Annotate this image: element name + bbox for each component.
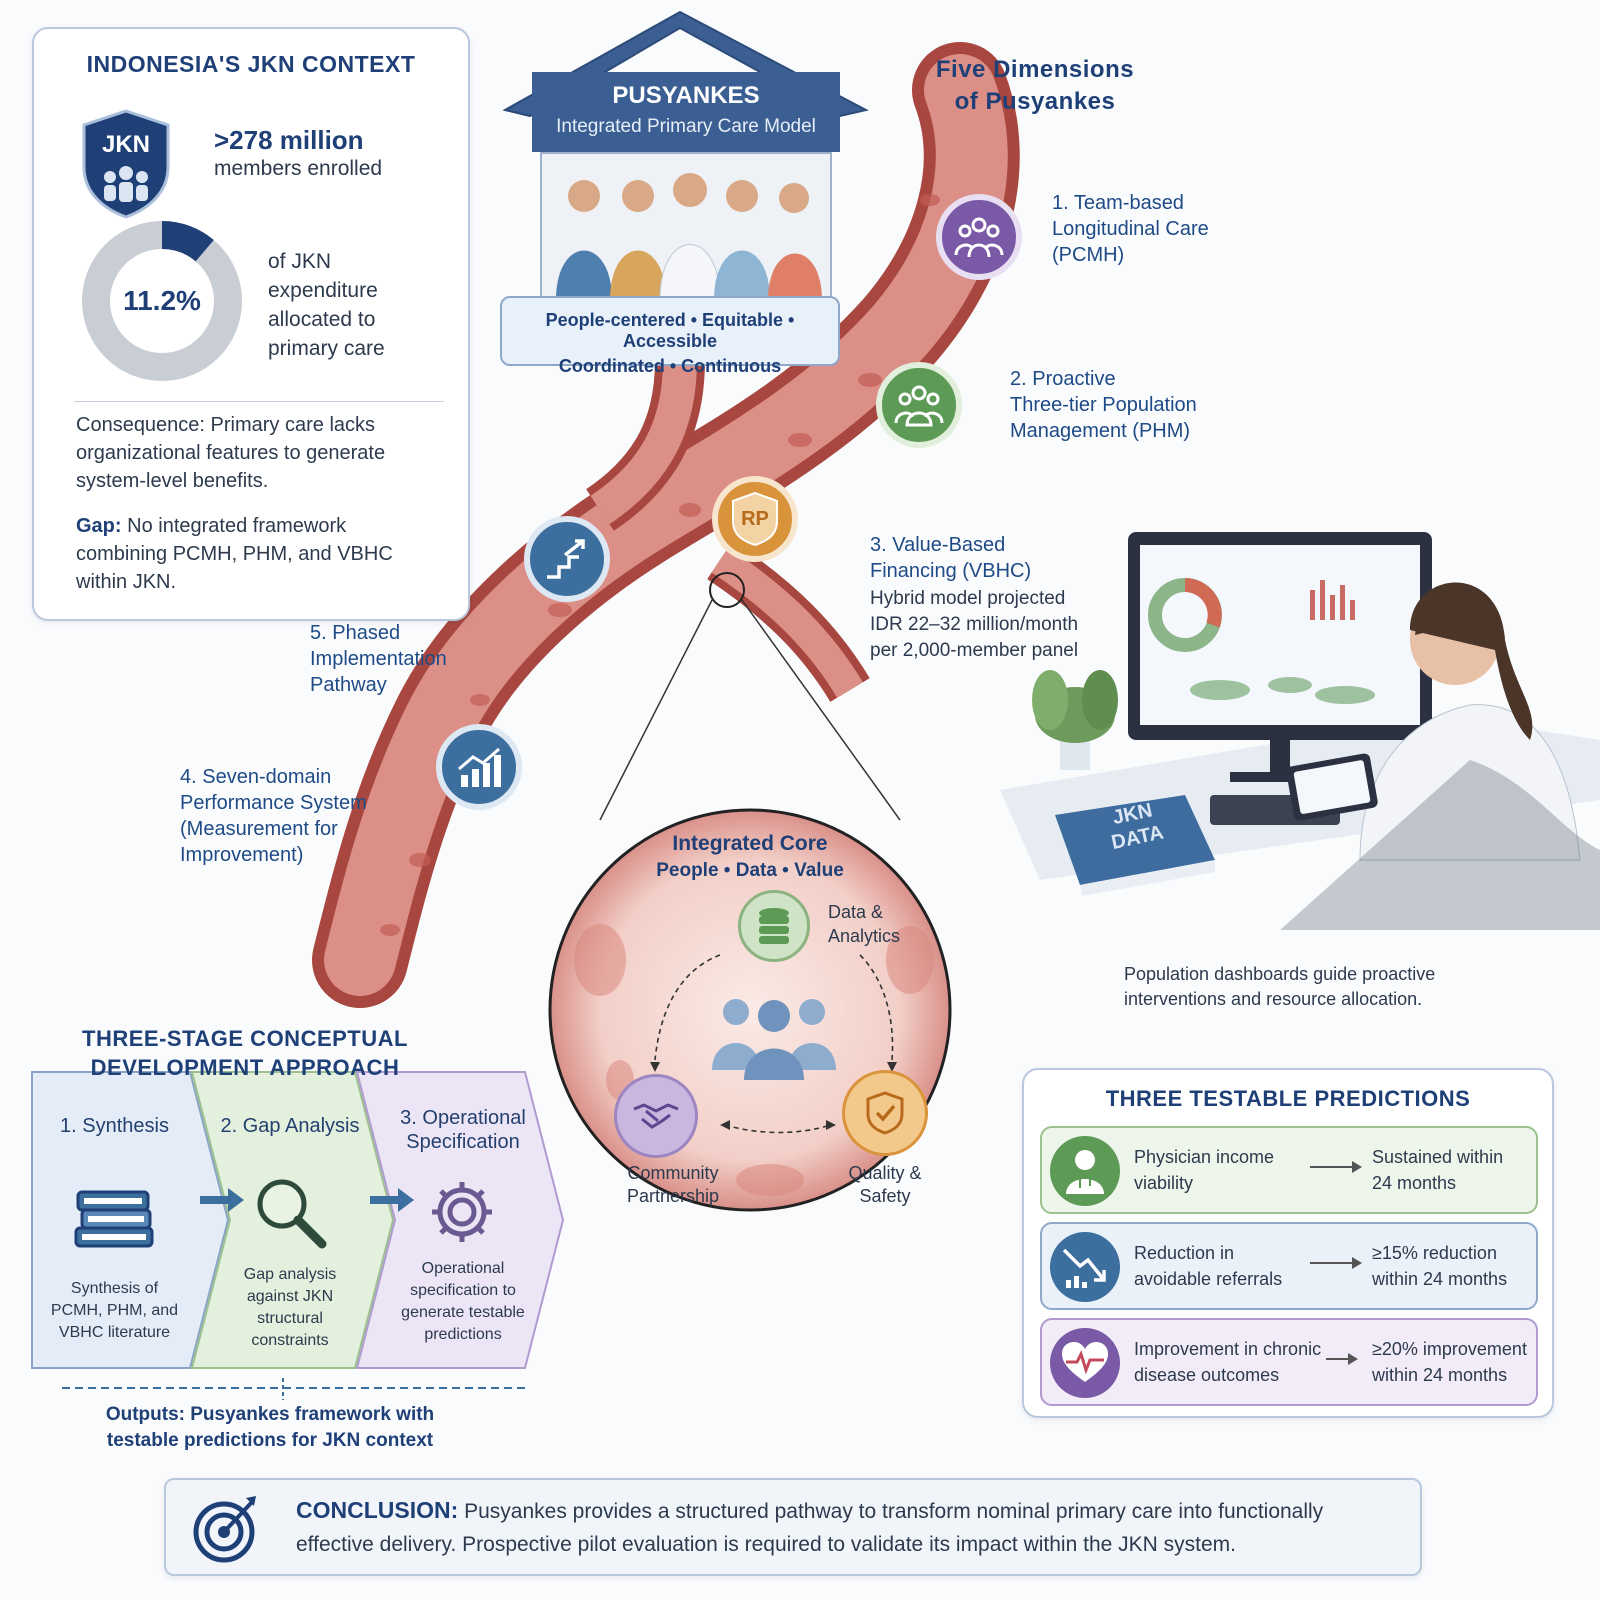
target-icon (190, 1492, 264, 1571)
stage-1-title: 1. Synthesis (60, 1115, 169, 1137)
core-title: Integrated Core (672, 832, 828, 855)
members-label: members enrolled (214, 157, 383, 180)
consequence-text: Consequence: Primary care lacks organiza… (76, 414, 386, 492)
expenditure-donut (82, 221, 242, 381)
stage-2-title: 2. Gap Analysis (220, 1115, 360, 1137)
stage-3-shape (355, 1071, 565, 1369)
quality-shield-icon (842, 1070, 928, 1156)
prediction-2-arrow (1310, 1257, 1362, 1269)
context-heading: INDONESIA'S JKN CONTEXT (86, 51, 416, 77)
performance-system-icon (436, 724, 522, 810)
jkn-shield-icon: JKN (80, 109, 172, 219)
jkn-badge-text: JKN (101, 131, 150, 158)
core-quality-label: Quality &Safety (848, 1163, 922, 1206)
prediction-3-arrow (1326, 1353, 1358, 1365)
conclusion-label: CONCLUSION: (296, 1497, 459, 1523)
core-data-label: Data &Analytics (828, 902, 901, 946)
team-care-icon (936, 194, 1022, 280)
gap-label: Gap: (76, 515, 122, 537)
divider (74, 401, 444, 402)
phased-pathway-icon (524, 516, 610, 602)
house-subtitle: Integrated Primary Care Model (556, 116, 816, 137)
predictions-heading: THREE TESTABLE PREDICTIONS (1105, 1086, 1471, 1111)
conclusion-body: Pusyankes provides a structured pathway … (296, 1500, 1324, 1556)
house-values-line2: Coordinated • Continuous (558, 356, 782, 376)
rp-badge-text: RP (741, 507, 769, 530)
handshake-icon (614, 1074, 698, 1158)
house-body (540, 152, 832, 302)
care-team-illustration (556, 173, 822, 301)
prediction-1-arrow (1310, 1161, 1362, 1173)
conclusion-text: CONCLUSION: Pusyankes provides a structu… (296, 1494, 1396, 1561)
core-heading: Integrated Core People • Data • Value (600, 832, 900, 882)
expenditure-label: of JKN expenditure allocated to primary … (268, 250, 385, 360)
house-title-band: PUSYANKES Integrated Primary Care Model (532, 72, 840, 152)
house-title: PUSYANKES (612, 82, 760, 109)
expenditure-percent: 11.2% (123, 285, 201, 316)
jkn-context-panel: INDONESIA'S JKN CONTEXT JKN >278 million… (32, 27, 470, 621)
gap-text: Gap: No integrated framework combining P… (76, 512, 406, 596)
core-subtitle: People • Data • Value (656, 860, 844, 881)
conclusion-panel: CONCLUSION: Pusyankes provides a structu… (164, 1478, 1422, 1576)
house-values-line1: People-centered • Equitable • Accessible (545, 310, 795, 351)
value-financing-icon: RP (712, 476, 798, 562)
referral-decline-icon (1050, 1232, 1120, 1302)
gap-body: No integrated framework combining PCMH, … (76, 515, 393, 593)
physician-icon (1050, 1136, 1120, 1206)
heart-pulse-icon (1050, 1328, 1120, 1398)
workstation-illustration (1000, 532, 1600, 930)
books-icon (68, 1184, 160, 1259)
gear-icon (426, 1176, 498, 1253)
population-management-icon (876, 362, 962, 448)
dimensions-heading: Five Dimensions of Pusyankes (935, 56, 1135, 115)
core-people-icon (704, 990, 844, 1080)
magnifier-icon (250, 1172, 330, 1257)
database-icon (738, 890, 810, 962)
house-values-box: People-centered • Equitable • Accessible… (500, 296, 840, 376)
members-value: >278 million (214, 125, 364, 155)
